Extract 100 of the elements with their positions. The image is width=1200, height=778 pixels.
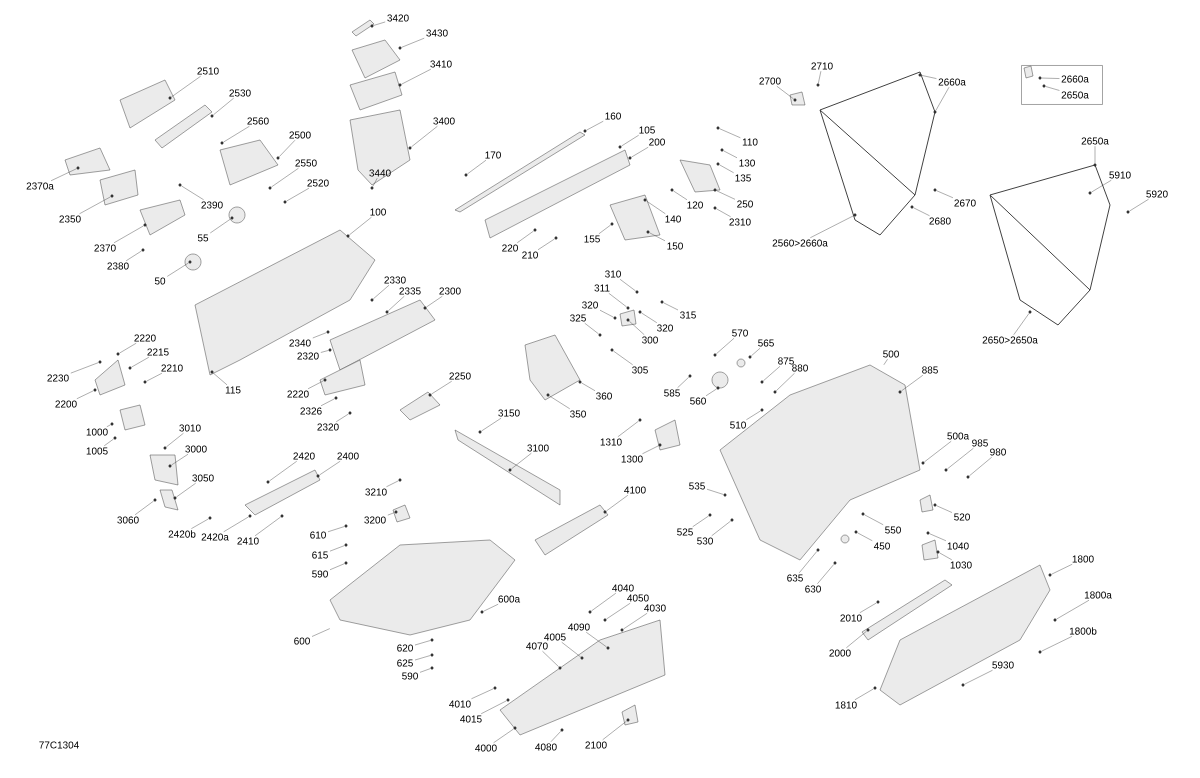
callout-number: 350 xyxy=(570,410,586,418)
leader-line xyxy=(673,190,688,200)
leader-line xyxy=(716,208,731,217)
leader-line xyxy=(481,418,502,432)
callout-number: 620 xyxy=(397,644,413,652)
callout-number: 2700 xyxy=(759,77,781,85)
leader-line xyxy=(716,190,736,200)
callout-number: 585 xyxy=(664,389,680,397)
callout-number: 3400 xyxy=(433,117,455,125)
leader-line xyxy=(106,424,111,427)
leader-line xyxy=(336,413,349,422)
callout-number: 2335 xyxy=(399,287,421,295)
leader-line xyxy=(763,366,781,382)
callout-number: 2670 xyxy=(954,199,976,207)
leader-line xyxy=(312,332,327,339)
callout-number: 4040 xyxy=(612,584,634,592)
leader-line xyxy=(76,390,94,399)
leader-line xyxy=(146,373,163,382)
callout-number: 560 xyxy=(690,397,706,405)
callout-number: 2200 xyxy=(55,400,77,408)
leader-line xyxy=(401,69,431,85)
leader-line xyxy=(171,76,201,98)
callout-number: 4080 xyxy=(535,743,557,751)
callout-number: 570 xyxy=(732,329,748,337)
leader-line xyxy=(591,593,617,612)
leader-line xyxy=(719,128,741,138)
callout-number: 3210 xyxy=(365,488,387,496)
leader-line xyxy=(969,457,992,477)
leader-line xyxy=(414,640,431,646)
callout-number: 2420b xyxy=(168,530,196,538)
leader-line xyxy=(1045,86,1060,91)
callout-number: 160 xyxy=(605,112,621,120)
leader-line xyxy=(549,395,570,409)
callout-number: 2250 xyxy=(449,372,471,380)
leader-line xyxy=(629,320,645,335)
callout-number: 525 xyxy=(677,528,693,536)
leader-line xyxy=(935,87,950,111)
leader-line xyxy=(542,651,559,668)
leader-line xyxy=(631,147,649,158)
leader-line xyxy=(319,461,341,476)
leader-line xyxy=(373,21,386,26)
leader-line xyxy=(623,613,648,630)
callout-number: 2100 xyxy=(585,741,607,749)
leader-line xyxy=(223,516,249,532)
callout-number: 875 xyxy=(778,357,794,365)
leader-line xyxy=(119,343,137,354)
callout-number: 2326 xyxy=(300,407,322,415)
callout-number: 1040 xyxy=(947,542,969,550)
callout-number: 220 xyxy=(502,244,518,252)
leader-line xyxy=(1013,313,1030,335)
callout-number: 210 xyxy=(522,251,538,259)
leader-line xyxy=(223,126,250,143)
leader-line xyxy=(426,296,443,308)
leader-line xyxy=(50,168,77,181)
callout-number: 1310 xyxy=(600,438,622,446)
leader-line xyxy=(386,480,399,487)
leader-line xyxy=(719,164,734,173)
callout-number: 2660a xyxy=(1061,75,1089,83)
leader-line xyxy=(329,545,345,552)
leader-line xyxy=(706,489,724,495)
leader-line xyxy=(307,380,324,389)
callout-number: 1800a xyxy=(1084,591,1112,599)
callout-number: 115 xyxy=(225,386,241,394)
callout-number: 2680 xyxy=(929,217,951,225)
inset-box xyxy=(1021,65,1103,105)
leader-line xyxy=(642,445,659,454)
callout-number: 2310 xyxy=(729,218,751,226)
leader-line xyxy=(581,382,596,391)
callout-number: 155 xyxy=(584,235,600,243)
callout-number: 200 xyxy=(649,138,665,146)
leader-line xyxy=(269,461,297,482)
leader-line xyxy=(1041,636,1073,652)
callout-number: 600 xyxy=(294,637,310,645)
callout-number: 980 xyxy=(990,448,1006,456)
callout-number: 2000 xyxy=(829,649,851,657)
callout-number: 300 xyxy=(642,336,658,344)
callout-number: 2410 xyxy=(237,537,259,545)
callout-number: 3010 xyxy=(179,424,201,432)
leader-line xyxy=(929,533,947,541)
leader-line xyxy=(467,160,487,175)
callout-number: 5920 xyxy=(1146,190,1168,198)
leader-line xyxy=(947,448,974,470)
callout-number: 2400 xyxy=(337,452,359,460)
leader-line xyxy=(599,310,614,318)
callout-number: 590 xyxy=(402,672,418,680)
callout-number: 2320 xyxy=(297,352,319,360)
leader-line xyxy=(619,279,636,292)
leader-line xyxy=(799,551,818,573)
callout-number: 4050 xyxy=(627,594,649,602)
leader-line xyxy=(677,376,689,388)
callout-number: 2215 xyxy=(147,348,169,356)
leader-line xyxy=(176,483,196,498)
leader-line xyxy=(213,98,234,116)
callout-number: 50 xyxy=(154,277,166,285)
leader-line xyxy=(649,232,666,241)
callout-number: 1810 xyxy=(835,701,857,709)
drawing-number: 77C1304 xyxy=(39,741,79,749)
callout-number: 2340 xyxy=(289,339,311,347)
callout-number: 1800 xyxy=(1072,555,1094,563)
panel-drawing xyxy=(719,364,921,561)
